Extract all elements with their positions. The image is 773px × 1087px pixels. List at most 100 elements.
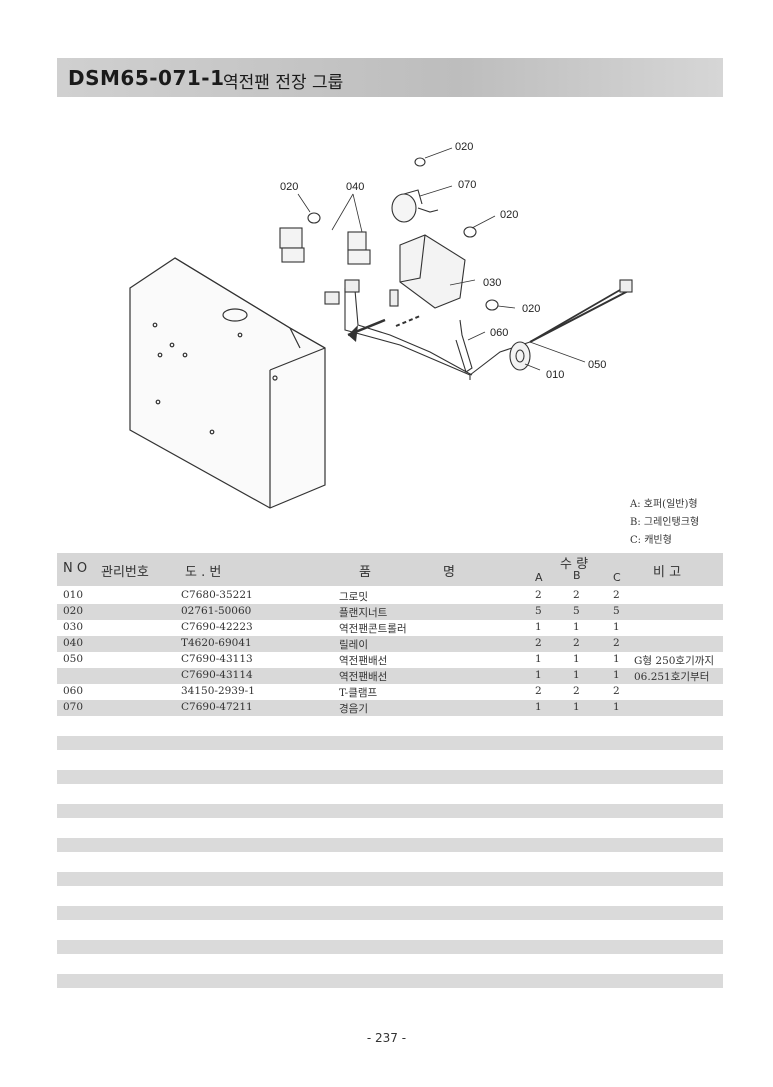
row-qty-b: 2 [573,637,580,649]
parts-table: 010 C7680-35221 그로밋 2 2 2 020 02761-5006… [57,588,723,716]
row-qty-c: 2 [613,589,620,601]
row-drawing-no: T4620-69041 [181,637,252,649]
row-qty-a: 1 [535,653,542,665]
row-part-name: 역전팬콘트롤러 [339,623,407,635]
row-no: 060 [63,685,84,697]
row-qty-b: 1 [573,653,580,665]
callout-020c: 020 [500,209,518,221]
row-drawing-no: C7690-43114 [181,669,253,681]
row-qty-c: 1 [613,669,620,681]
row-no: 030 [63,621,84,633]
table-row: 010 C7680-35221 그로밋 2 2 2 [57,588,723,604]
row-no: 040 [63,637,84,649]
row-qty-a: 2 [535,637,542,649]
row-qty-c: 2 [613,685,620,697]
row-qty-c: 2 [613,637,620,649]
row-qty-a: 1 [535,621,542,633]
row-qty-c: 1 [613,653,620,665]
relays [279,212,371,265]
callout-050: 050 [588,359,606,371]
row-qty-b: 1 [573,701,580,713]
row-part-name: 플랜지너트 [339,607,388,619]
header-mgmt-no: 관리번호 [101,565,149,580]
row-qty-a: 5 [535,605,542,617]
empty-row-band [57,872,723,886]
header-part-name-b: 명 [443,565,455,580]
row-qty-b: 1 [573,621,580,633]
callout-040: 040 [346,181,364,193]
header-qty-c: C [613,571,621,584]
row-drawing-no: 34150-2939-1 [181,685,255,697]
title-bar: DSM65-071-1 역전팬 전장 그룹 [57,58,723,97]
header-qty-b: B [573,569,581,582]
row-drawing-no: C7690-42223 [181,621,253,633]
row-qty-b: 2 [573,589,580,601]
callout-010: 010 [546,369,564,381]
callout-020b: 020 [280,181,298,193]
row-drawing-no: 02761-50060 [181,605,252,617]
legend-item-a: A: 호퍼(일반)형 [630,499,698,510]
legend-item-b: B: 그레인탱크형 [630,517,700,528]
row-qty-b: 1 [573,669,580,681]
row-part-name: 릴레이 [339,639,368,651]
row-qty-a: 1 [535,701,542,713]
empty-row-band [57,906,723,920]
empty-row-band [57,940,723,954]
callout-070: 070 [458,179,476,191]
empty-row-band [57,974,723,988]
table-row: C7690-43114 역전팬배선 1 1 1 06.251호기부터 [57,668,723,684]
row-qty-c: 1 [613,621,620,633]
empty-row-band [57,804,723,818]
table-row: 050 C7690-43113 역전팬배선 1 1 1 G형 250호기까지 [57,652,723,668]
header-note: 비 고 [653,565,682,580]
header-qty-a: A [535,571,543,584]
row-no: 010 [63,589,84,601]
group-code: DSM65-071-1 [68,66,225,90]
table-row: 070 C7690-47211 경음기 1 1 1 [57,700,723,716]
row-part-name: 경음기 [339,703,368,715]
callout-leaders [297,147,586,371]
header-part-name-a: 품 [359,565,371,580]
row-drawing-no: C7680-35221 [181,589,253,601]
row-qty-b: 5 [573,605,580,617]
callout-030: 030 [483,277,501,289]
row-qty-a: 2 [535,685,542,697]
row-no: 020 [63,605,84,617]
page-number: - 237 - [366,1031,407,1045]
legend-item-c: C: 캐빈형 [630,535,672,546]
row-drawing-no: C7690-47211 [181,701,253,713]
row-drawing-no: C7690-43113 [181,653,253,665]
row-part-name: 그로밋 [339,591,368,603]
table-row: 020 02761-50060 플랜지너트 5 5 5 [57,604,723,620]
header-quantity: 수 량 [560,557,589,572]
clamp-grommet [455,279,633,373]
row-qty-a: 1 [535,669,542,681]
row-no: 050 [63,653,84,665]
row-qty-c: 5 [613,605,620,617]
controller [399,226,499,311]
empty-row-band [57,770,723,784]
callout-020d: 020 [522,303,540,315]
table-row: 030 C7690-42223 역전팬콘트롤러 1 1 1 [57,620,723,636]
row-qty-c: 1 [613,701,620,713]
row-part-name: T-클램프 [339,687,378,699]
empty-row-band [57,736,723,750]
row-no: 070 [63,701,84,713]
harness [324,279,631,380]
type-legend: A: 호퍼(일반)형 B: 그레인탱크형 C: 캐빈형 [630,496,699,550]
table-row: 060 34150-2939-1 T-클램프 2 2 2 [57,684,723,700]
header-drawing-no: 도 . 번 [185,565,222,580]
row-qty-b: 2 [573,685,580,697]
row-part-name: 역전팬배선 [339,655,388,667]
callout-020a: 020 [455,141,473,153]
parts-diagram: 020 020 040 070 020 030 020 060 050 010 [129,141,633,509]
callout-060: 060 [490,327,508,339]
table-header: N O 관리번호 도 . 번 품 명 수 량 A B C 비 고 [57,553,723,586]
header-no: N O [63,561,88,576]
row-qty-a: 2 [535,589,542,601]
row-note: G형 250호기까지 [634,655,715,667]
table-row: 040 T4620-69041 릴레이 2 2 2 [57,636,723,652]
group-title: 역전팬 전장 그룹 [223,73,344,93]
cover-panel [129,257,326,509]
row-part-name: 역전팬배선 [339,671,388,683]
